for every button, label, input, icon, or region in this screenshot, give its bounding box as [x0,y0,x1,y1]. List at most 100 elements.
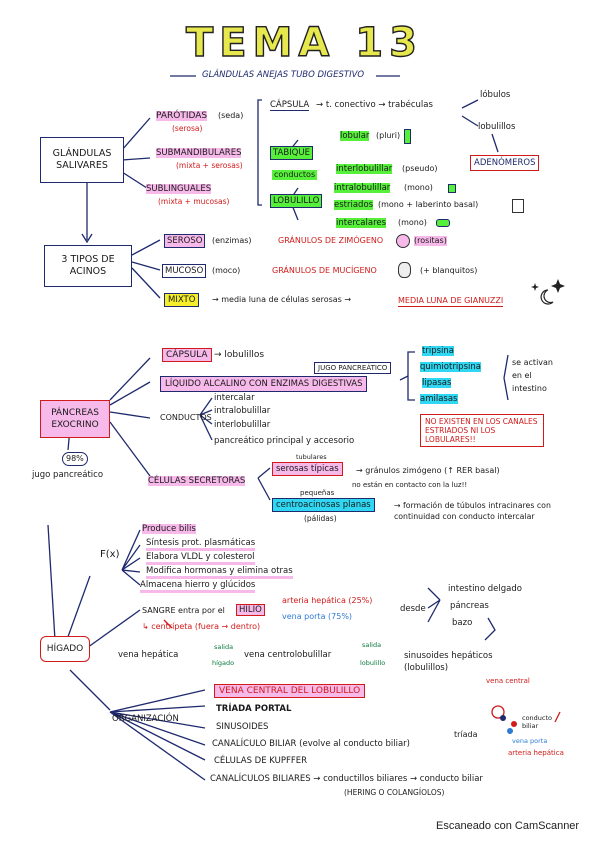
palidas-note: (pálidas) [304,514,337,523]
capsula-label: CÁPSULA [270,100,310,111]
mucoso-tint: (+ blanquitos) [420,266,478,275]
hering-label: (HERING O COLANGÍOLOS) [344,788,445,797]
interlobulillar-note: (pseudo) [402,164,438,173]
lobulos-label: lóbulos [480,90,511,100]
centripeta-label: ↳ centrípeta (fuera → dentro) [142,622,261,631]
pancreas-percent: 98% [62,452,88,466]
salida2-label: salida [362,641,382,649]
origen-intestino: intestino delgado [448,584,522,594]
organizacion-label: ORGANIZACIÓN [112,714,179,724]
pancreas-root-label: PÁNCREAS EXOCRINO [51,408,99,430]
enzima-tripsina: tripsina [422,346,454,356]
zymogen-granule-icon [396,234,410,248]
pancreas-warning-text: NO EXISTEN EN LOS CANALES ESTRIADOS NI L… [425,417,538,444]
acinos-root-label: 3 TIPOS DE ACINOS [61,254,115,277]
lobular-label: lobular [340,131,370,141]
higado-word-label: hígado [212,659,235,667]
no-contacto-note: no están en contacto con la luz!! [352,481,468,489]
mixto-result: MEDIA LUNA DE GIANUZZI [398,296,504,307]
pancreas-warning: NO EXISTEN EN LOS CANALES ESTRIADOS NI L… [420,414,544,447]
parotidas-type: (serosa) [172,124,203,133]
capsula-detail: → t. conectivo → trabéculas [316,100,433,110]
sublinguales-label: SUBLINGUALES [146,184,212,194]
salivares-root-box: GLÁNDULAS SALIVARES [40,137,124,183]
camscanner-footer: Escaneado con CamScanner [436,820,580,832]
seroso-granulos: GRÁNULOS DE ZIMÓGENO [278,236,384,245]
org-kupffer: CÉLULAS DE KUPFFER [214,756,308,766]
acinos-root-box: 3 TIPOS DE ACINOS [44,245,132,287]
serosas-tubulares-note: tubulares [296,453,327,461]
org-canaliculo-biliar: CANALÍCULO BILIAR (evolve al conducto bi… [212,739,410,749]
centroacinosas-label: centroacinosas planas [272,498,375,512]
funcion-almacena: Almacena hierro y glúcidos [140,580,256,593]
intralobulillar-note: (mono) [404,183,433,192]
estriados-label: estriados [334,200,374,210]
conducto-intercalar: intercalar [214,393,255,403]
intercalares-label: intercalares [336,218,387,228]
desde-label: desde [400,604,426,614]
serosas-tipicas-label: serosas típicas [272,462,343,476]
lobular-note: (pluri) [376,131,401,140]
pancreas-conductos-label: CONDUCTOS [160,413,212,422]
centroacinosas-detail-text: → formación de túbulos intracinares con … [394,501,551,521]
lobulillo-label: LOBULILLO [270,194,323,208]
conductos-salivares-label: conductos [272,170,318,180]
origen-pancreas: páncreas [450,601,489,611]
conducto-interlobulillar: interlobulillar [214,420,271,430]
cell-stack-pluri-icon [404,129,411,144]
intralobulillar-label: intralobulillar [334,183,391,193]
mixto-detail: → media luna de células serosas → [212,295,352,304]
diagram-triada: tríada [454,730,478,739]
higado-root-label: HÍGADO [46,644,84,654]
diagram-conducto-biliar: conducto biliar [522,714,553,730]
vena-centrolobulillar-label: vena centrolobulillar [244,650,332,660]
flat-cell-icon [436,219,450,227]
striated-cell-icon [512,199,524,213]
funcion-sintesis: Síntesis prot. plasmáticas [146,538,256,551]
jugo-pancreatico-tag: JUGO PANCREÁTICO [314,362,392,374]
liquido-alcalino-label: LÍQUIDO ALCALINO CON ENZIMAS DIGESTIVAS [160,376,368,392]
pancreas-jugo: jugo pancreático [32,470,104,480]
conducto-intralobulillar: intralobulillar [214,406,271,416]
enzima-lipasas: lipasas [422,378,452,388]
org-triada-portal: TRÍADA PORTAL [216,704,292,714]
se-activan-text: se activan en el intestino [512,356,560,395]
salida-label: salida [214,643,234,651]
pancreas-capsula-detail: → lobulillos [214,350,265,360]
conducto-principal: pancreático principal y accesorio [214,436,355,446]
arteria-hepatica-label: arteria hepática (25%) [282,596,373,605]
interlobulillar-label: interlobulillar [336,164,393,174]
org-canaliculos-biliares: CANALÍCULOS BILIARES → conductillos bili… [210,774,483,784]
seroso-label: SEROSO [164,234,206,248]
intercalares-note: (mono) [398,218,427,227]
funcion-hormonas: Modifica hormonas y elimina otras [146,566,293,579]
pequenas-note: pequeñas [300,489,335,497]
estriados-note: (mono + laberinto basal) [378,200,479,209]
salivares-root-label: GLÁNDULAS SALIVARES [52,148,112,171]
serosas-detail: → gránulos zimógeno (↑ RER basal) [356,466,500,475]
sinusoides-hepaticos-label: sinusoides hepáticos (lobulillos) [404,650,504,674]
enzima-quimiotripsina: quimiotripsina [420,362,481,372]
vena-porta-label: vena porta (75%) [282,612,353,621]
diagram-vena-central: vena central [486,677,530,685]
org-vena-central: VENA CENTRAL DEL LOBULILLO [214,684,366,698]
seroso-note: (enzimas) [212,236,252,245]
mucoso-label: MUCOSO [162,264,207,278]
sinusoides-hepaticos-text: sinusoides hepáticos (lobulillos) [404,651,493,673]
higado-root-box: HÍGADO [40,636,90,662]
mucoso-granulos: GRÁNULOS DE MUCÍGENO [272,266,377,275]
hilio-label: HILIO [236,604,265,616]
funcion-vldl: Elabora VLDL y colesterol [146,552,255,565]
celulas-secretoras-label: CÉLULAS SECRETORAS [148,476,246,486]
lobulillo-word-label: lobulillo [360,659,386,667]
parotidas-note: (seda) [218,111,244,120]
page-title: TEMA 13 [185,19,423,66]
submandibulares-type: (mixta + serosas) [176,161,243,170]
fx-label: F(x) [100,549,120,560]
mucoso-note: (moco) [212,266,241,275]
pancreas-root-box: PÁNCREAS EXOCRINO [40,400,110,438]
sangre-label: SANGRE entra por el [142,606,225,615]
adenomeros-label: ADENÓMEROS [470,155,540,171]
vena-hepatica-label: vena hepática [118,650,179,660]
